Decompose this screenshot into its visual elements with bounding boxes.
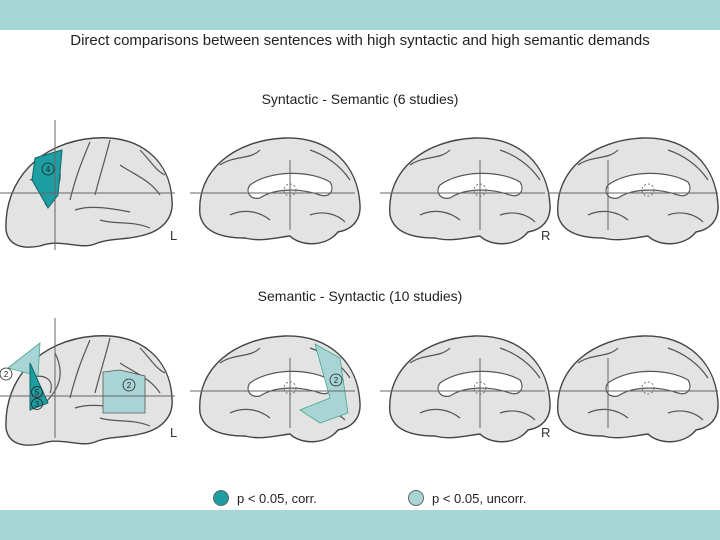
bottom-banner — [0, 510, 720, 540]
legend-corrected-label: p < 0.05, corr. — [237, 490, 317, 506]
right-hemisphere-label-row1: R — [541, 228, 551, 243]
figure-title: Direct comparisons between sentences wit… — [70, 32, 650, 49]
panel-title-semantic-syntactic: Semantic - Syntactic (10 studies) — [257, 288, 463, 304]
region-number-f: 2 — [334, 376, 339, 385]
row1-brain-medial-right — [380, 137, 551, 245]
row1-brain-lateral-left — [0, 120, 175, 250]
legend-uncorrected-label: p < 0.05, uncorr. — [432, 490, 527, 506]
legend-uncorrected: p < 0.05, uncorr. — [408, 490, 526, 506]
legend-uncorrected-swatch — [408, 490, 424, 506]
row2-brain-lateral-left — [0, 318, 175, 446]
left-hemisphere-label-row1: L — [170, 228, 178, 243]
region-number-a: 4 — [46, 165, 51, 174]
row2-brain-medial-left — [190, 335, 361, 443]
row1-brain-lateral-right — [548, 137, 719, 245]
left-hemisphere-label-row2: L — [170, 425, 178, 440]
legend-corrected: p < 0.05, corr. — [213, 490, 317, 506]
row2-brain-lateral-right — [548, 335, 719, 443]
right-hemisphere-label-row2: R — [541, 425, 551, 440]
legend-corrected-swatch — [213, 490, 229, 506]
region-number-b: 2 — [4, 370, 9, 379]
region-number-d: 3 — [35, 400, 40, 409]
region-number-e: 2 — [127, 381, 132, 390]
region-number-c: 5 — [35, 388, 40, 397]
row2-brain-medial-right — [380, 335, 551, 443]
row1-brain-medial-left — [190, 137, 361, 245]
top-banner — [0, 0, 720, 30]
panel-title-syntactic-semantic: Syntactic - Semantic (6 studies) — [261, 91, 459, 107]
